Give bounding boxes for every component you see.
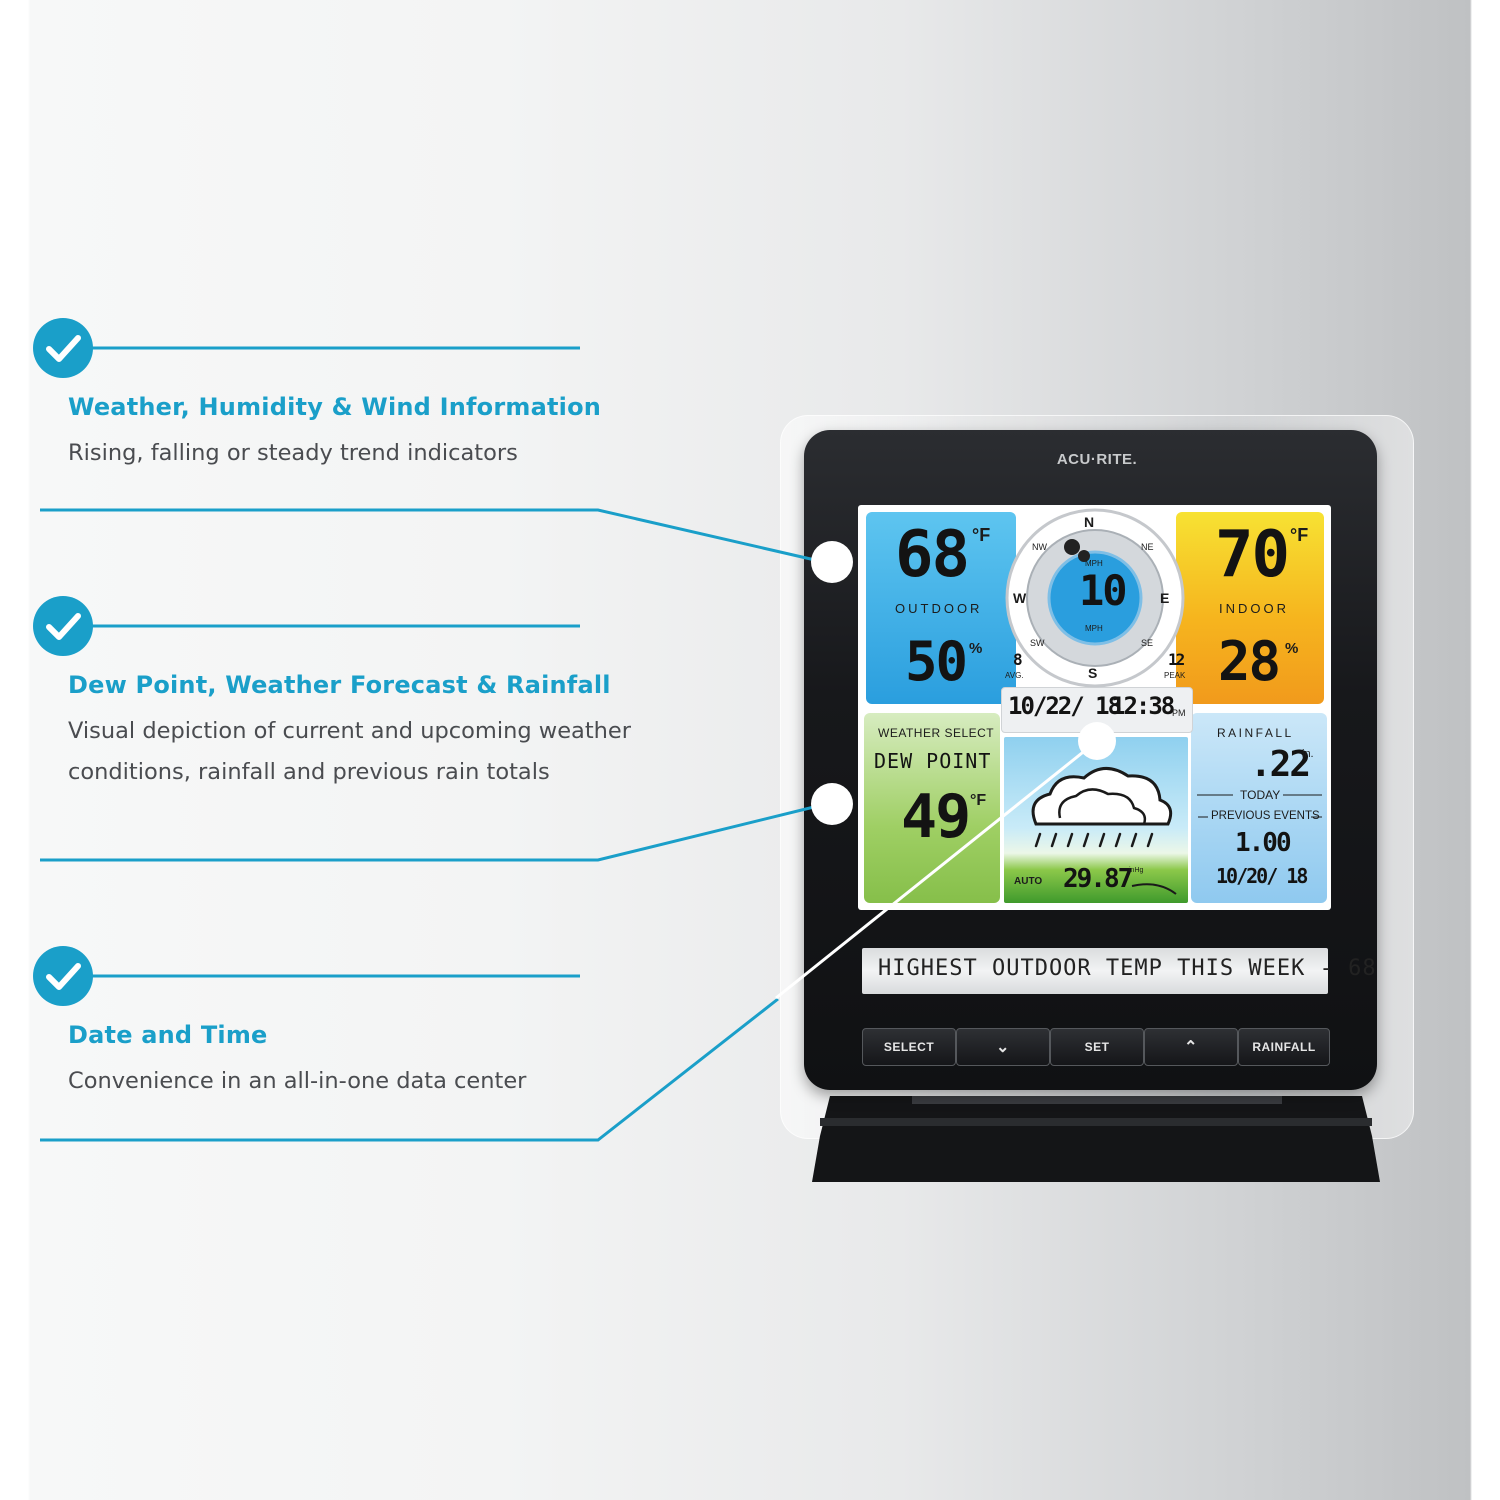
checkmark-icon: [33, 596, 93, 656]
outdoor-humidity: 50: [905, 630, 968, 693]
rainfall-button[interactable]: RAINFALL: [1238, 1028, 1330, 1066]
indoor-temp-unit: °F: [1290, 525, 1309, 545]
feature-description-date-time: Convenience in an all-in-one data center: [68, 1068, 527, 1094]
pressure-value: 29.87: [1063, 864, 1133, 894]
compass-e: E: [1160, 590, 1170, 606]
select-button[interactable]: SELECT: [862, 1028, 956, 1066]
brand-logo: ACU·RITE.: [1056, 451, 1138, 468]
outdoor-humidity-unit: %: [969, 640, 983, 657]
feature-title-dew-point: Dew Point, Weather Forecast & Rainfall: [68, 671, 611, 699]
date-display: 10/22/ 18: [1008, 692, 1122, 720]
compass-nw: NW: [1032, 542, 1047, 552]
rainfall-unit: in.: [1302, 748, 1314, 760]
time-ampm: PM: [1172, 708, 1186, 718]
feature-description-dew-point: Visual depiction of current and upcoming…: [68, 718, 631, 785]
outdoor-temp-unit: °F: [972, 525, 991, 545]
feature-description-weather: Rising, falling or steady trend indicato…: [68, 440, 518, 466]
down-button[interactable]: ⌄: [956, 1028, 1050, 1066]
time-display: 12:38: [1111, 692, 1175, 720]
pressure-unit: inHg: [1129, 867, 1144, 874]
compass-sw: SW: [1030, 638, 1045, 648]
outdoor-panel: [866, 512, 1016, 704]
forecast-mode: AUTO: [1014, 876, 1043, 887]
ticker-text: HIGHEST OUTDOOR TEMP THIS WEEK - 68: [878, 956, 1377, 981]
indoor-panel: [1176, 512, 1324, 704]
indoor-label: INDOOR: [1219, 601, 1289, 616]
dew-point-unit: °F: [970, 792, 987, 809]
checkmark-icon: [33, 946, 93, 1006]
wind-unit-top: MPH: [1085, 559, 1103, 568]
checkmark-icon: [33, 318, 93, 378]
device-base: [812, 1096, 1380, 1182]
compass-s: S: [1088, 665, 1098, 681]
weather-select-label: WEATHER SELECT: [878, 726, 995, 740]
rainfall-previous-value: 1.00: [1235, 828, 1292, 858]
wind-peak-label: PEAK: [1164, 671, 1186, 680]
button-row: SELECT ⌄ SET ⌃ RAINFALL: [862, 1028, 1330, 1066]
rainfall-previous-label: PREVIOUS EVENTS: [1211, 810, 1320, 822]
feature-title-date-time: Date and Time: [68, 1021, 268, 1049]
wind-speed: 10: [1079, 566, 1128, 615]
compass-w: W: [1013, 590, 1027, 606]
compass-se: SE: [1141, 638, 1154, 648]
rainfall-today-label: TODAY: [1240, 788, 1281, 802]
compass-ne: NE: [1141, 542, 1154, 552]
set-button[interactable]: SET: [1050, 1028, 1144, 1066]
rainfall-previous-date: 10/20/ 18: [1216, 864, 1308, 888]
compass-n: N: [1084, 514, 1095, 530]
scrolling-ticker: HIGHEST OUTDOOR TEMP THIS WEEK - 68: [862, 948, 1376, 994]
rainfall-panel: [1191, 713, 1327, 903]
indoor-temp: 70: [1215, 518, 1290, 592]
wind-peak: 12: [1168, 650, 1185, 669]
indoor-humidity: 28: [1218, 630, 1281, 693]
wind-avg-label: AVG.: [1005, 671, 1024, 680]
outdoor-label: OUTDOOR: [895, 601, 983, 616]
wind-unit-bottom: MPH: [1085, 624, 1103, 633]
rainfall-label: RAINFALL: [1217, 726, 1294, 740]
feature-title-weather: Weather, Humidity & Wind Information: [68, 393, 602, 421]
wind-avg: 8: [1013, 650, 1023, 669]
weather-select-mode: DEW POINT: [874, 749, 992, 773]
outdoor-temp: 68: [895, 518, 970, 592]
rainfall-today-value: .22: [1250, 744, 1311, 785]
up-button[interactable]: ⌃: [1144, 1028, 1238, 1066]
dew-point-value: 49: [901, 782, 971, 852]
indoor-humidity-unit: %: [1285, 640, 1299, 657]
